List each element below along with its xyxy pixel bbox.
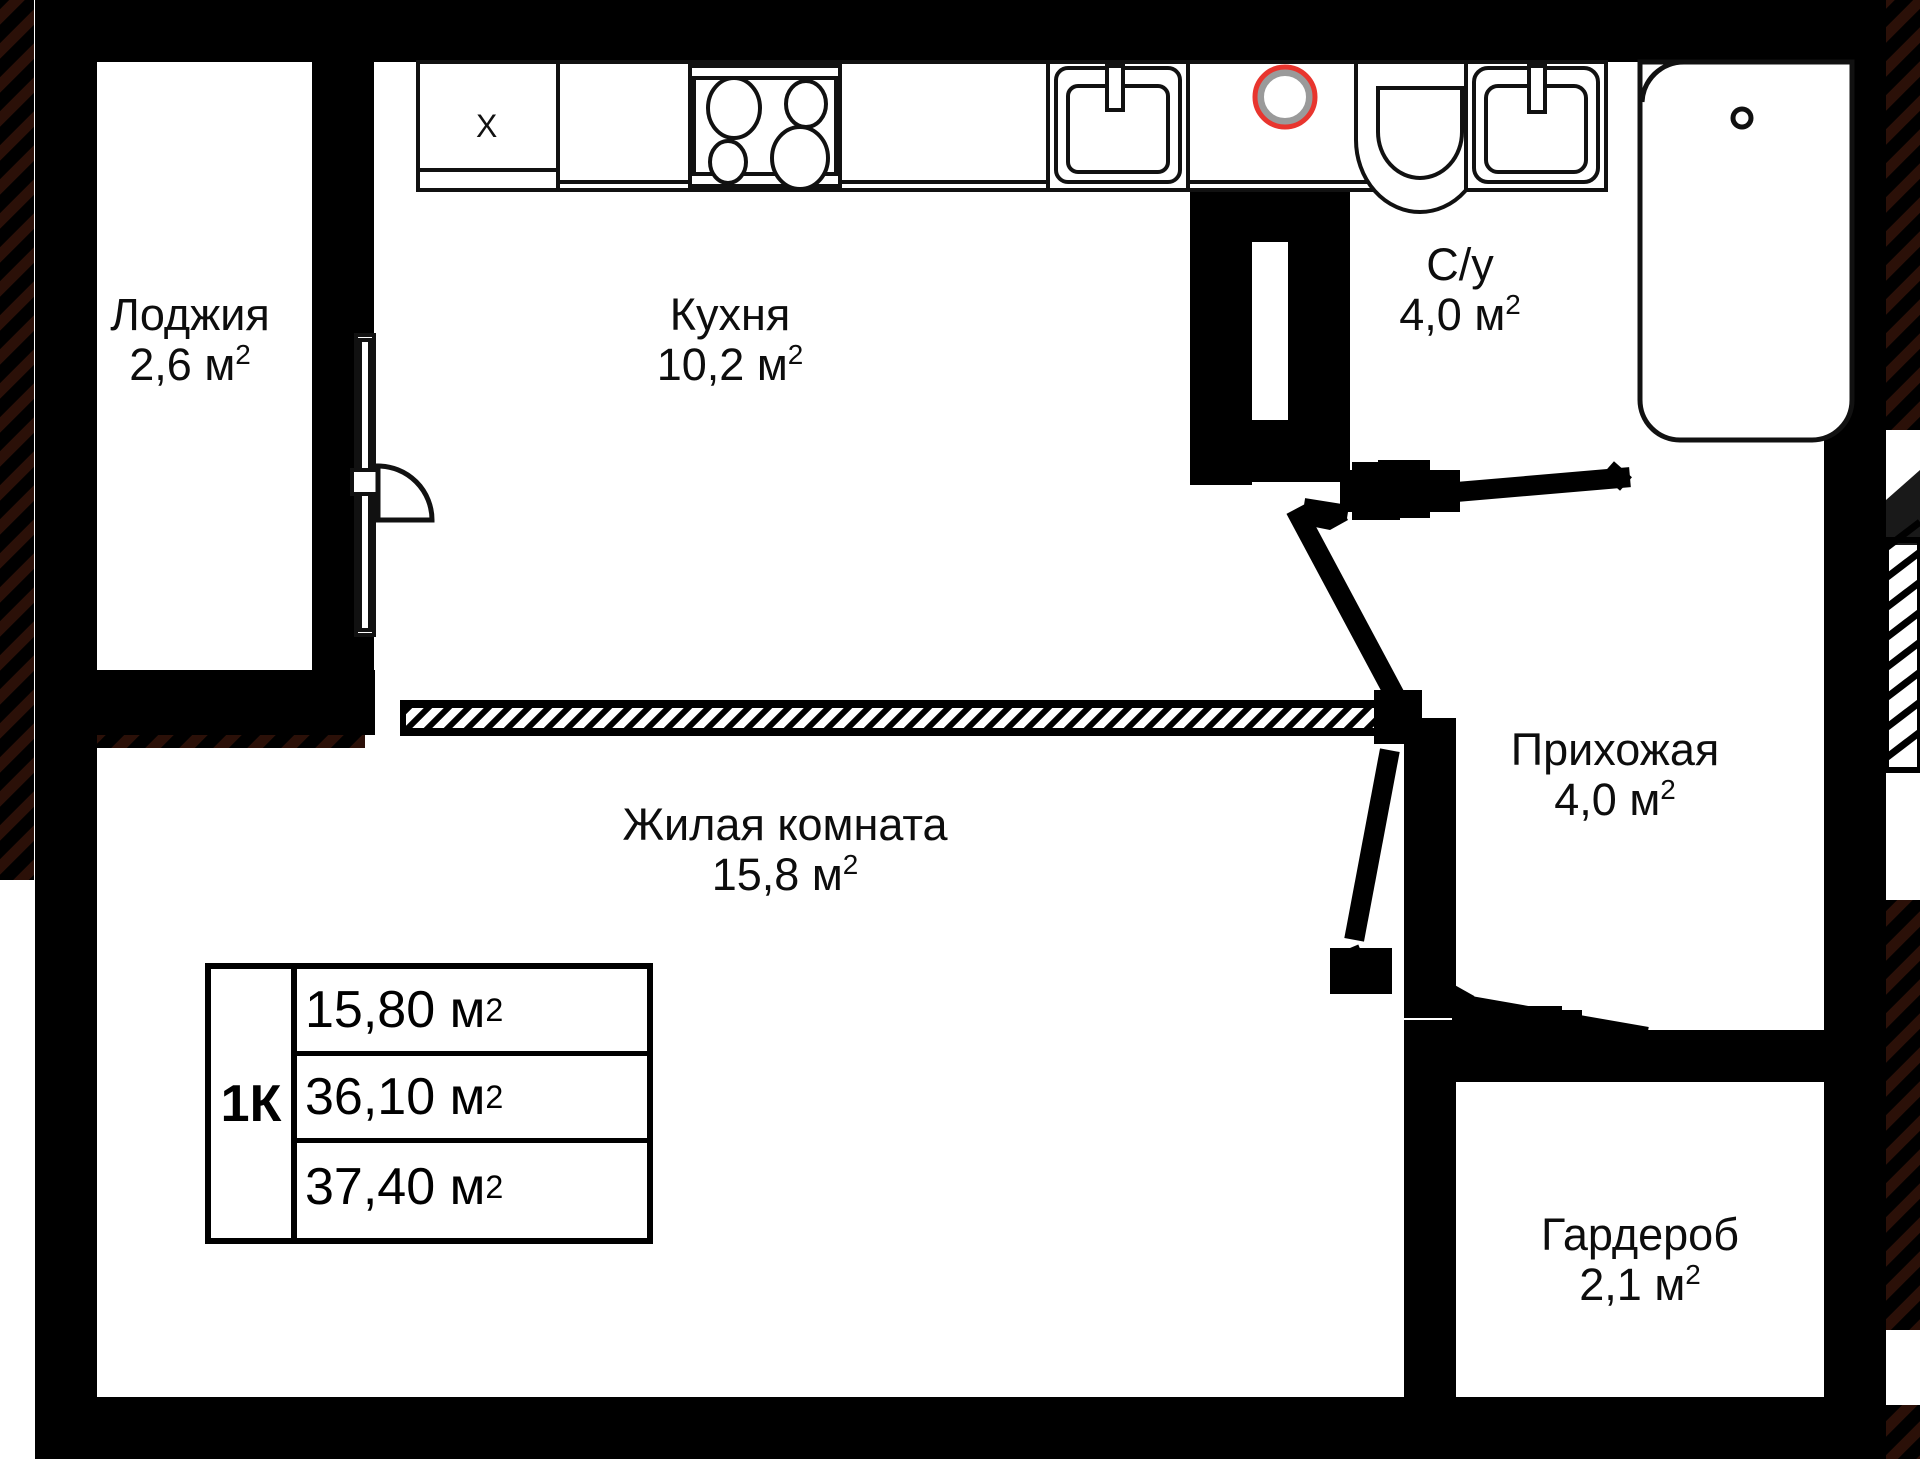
room-area-living-room: 15,8 м2 [711, 849, 859, 901]
room-area-bathroom: 4,0 м2 [1399, 289, 1521, 341]
kitchen-counter [416, 60, 1382, 192]
door-jambs [1330, 460, 1562, 1046]
room-name-wardrobe: Гардероб [1541, 1209, 1739, 1260]
loggia-door-swing [375, 463, 435, 523]
toilet-icon [1354, 60, 1486, 214]
room-name-loggia: Лоджия [110, 289, 270, 340]
exterior-hatch-right [1886, 0, 1920, 1330]
room-area-hallway: 4,0 м2 [1554, 774, 1676, 826]
room-area-wardrobe: 2,1 м2 [1579, 1259, 1701, 1311]
room-label-living-room: Жилая комната 15,8 м2 [550, 799, 1020, 901]
refrigerator-mark: X [476, 108, 498, 144]
riser-pipe-icon [1252, 64, 1318, 130]
room-label-bathroom: С/у 4,0 м2 [1330, 239, 1590, 341]
bathtub-icon [1637, 59, 1855, 443]
room-name-bathroom: С/у [1426, 239, 1494, 290]
room-name-kitchen: Кухня [669, 289, 791, 340]
room-name-hallway: Прихожая [1510, 724, 1720, 775]
partition-wall-kitchen-living [400, 700, 1410, 736]
kitchen-sink-icon [1046, 60, 1190, 192]
room-name-living-room: Жилая комната [622, 799, 948, 850]
room-label-wardrobe: Гардероб 2,1 м2 [1480, 1209, 1800, 1311]
room-area-loggia: 2,6 м2 [129, 339, 251, 391]
room-label-kitchen: Кухня 10,2 м2 [570, 289, 890, 391]
refrigerator-icon [416, 60, 560, 192]
room-area-kitchen: 10,2 м2 [656, 339, 804, 391]
room-label-loggia: Лоджия 2,6 м2 [55, 289, 325, 391]
cooktop-icon [688, 64, 842, 191]
structural-walls [35, 0, 1886, 1459]
bathroom-sink-icon [1464, 60, 1608, 192]
loggia-window [350, 333, 380, 637]
entrance-stairs-hatch [1883, 470, 1920, 773]
unit-type-cell: 1К [211, 969, 297, 1238]
room-label-hallway: Прихожая 4,0 м2 [1440, 724, 1790, 826]
